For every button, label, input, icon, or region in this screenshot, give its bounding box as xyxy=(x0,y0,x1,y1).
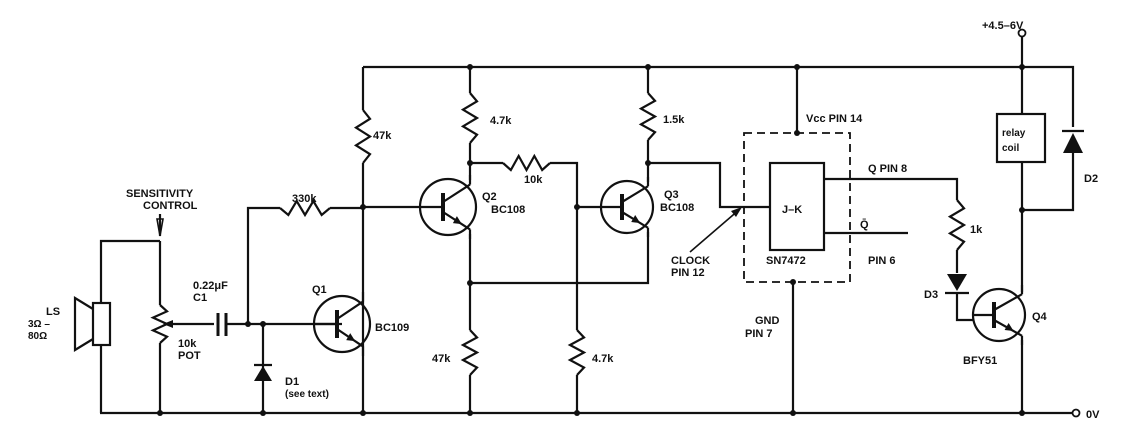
label-relay: relay xyxy=(1002,128,1026,139)
label-sensitivity: SENSITIVITY xyxy=(126,188,194,200)
clock-pointer xyxy=(689,208,741,253)
diode-d3 xyxy=(945,274,973,322)
resistor-47k-bottom xyxy=(460,329,480,376)
label-q4: Q4 xyxy=(1032,311,1048,323)
positive-rail xyxy=(363,65,1075,212)
label-vcc: Vcc PIN 14 xyxy=(806,113,863,125)
label-4k7-bottom: 4.7k xyxy=(592,353,614,365)
resistor-330k xyxy=(279,198,331,218)
diode-d2 xyxy=(1062,129,1084,153)
label-ls-imp-2: 80Ω xyxy=(28,331,47,342)
label-d3: D3 xyxy=(924,289,938,301)
transistor-q1 xyxy=(312,292,372,356)
label-jk: J–K xyxy=(782,204,802,216)
wiper-arrow-icon xyxy=(163,320,173,328)
transistor-q3 xyxy=(599,177,655,237)
label-q3: Q3 xyxy=(664,189,679,201)
label-qbar-pin: PIN 6 xyxy=(868,255,896,267)
label-q1: Q1 xyxy=(312,284,327,296)
resistor-1k5 xyxy=(638,92,658,141)
label-47k-top: 47k xyxy=(373,130,392,142)
label-q3-type: BC108 xyxy=(660,202,694,214)
label-pot: POT xyxy=(178,350,201,362)
diode-d1 xyxy=(254,324,272,413)
label-1k5: 1.5k xyxy=(663,114,685,126)
label-c1-value: 0.22μF xyxy=(193,280,228,292)
transistor-q4 xyxy=(971,285,1027,345)
label-q2: Q2 xyxy=(482,191,497,203)
label-4k7-top: 4.7k xyxy=(490,115,512,127)
label-ls-imp-1: 3Ω – xyxy=(28,319,50,330)
label-control: CONTROL xyxy=(143,200,198,212)
loudspeaker-icon xyxy=(73,239,160,413)
label-gnd: GND xyxy=(755,315,780,327)
label-clock-pin: PIN 12 xyxy=(671,267,705,279)
transistor-q2 xyxy=(418,175,478,239)
label-47k-bottom: 47k xyxy=(432,353,451,365)
label-d1-note: (see text) xyxy=(285,389,329,400)
label-ground: 0V xyxy=(1086,409,1100,421)
label-ic: SN7472 xyxy=(766,255,806,267)
resistor-10k xyxy=(502,153,551,173)
label-1k: 1k xyxy=(970,224,983,236)
jk-flipflop xyxy=(768,161,826,252)
label-ls: LS xyxy=(46,306,60,318)
label-d1: D1 xyxy=(285,376,299,388)
label-c1: C1 xyxy=(193,292,207,304)
label-q1-type: BC109 xyxy=(375,322,409,334)
label-coil: coil xyxy=(1002,143,1019,154)
label-gnd-pin: PIN 7 xyxy=(745,328,773,340)
ground-terminal xyxy=(1071,408,1081,418)
junction-dots xyxy=(157,64,1025,416)
label-q2-type: BC108 xyxy=(491,204,525,216)
resistor-47k-top xyxy=(353,109,373,164)
resistor-1k xyxy=(947,199,967,251)
label-clock: CLOCK xyxy=(671,255,710,267)
supply-terminal xyxy=(1017,28,1027,38)
label-q-pin: Q PIN 8 xyxy=(868,163,907,175)
label-10k: 10k xyxy=(524,174,543,186)
label-330k: 330k xyxy=(292,193,317,205)
resistor-4k7-top xyxy=(460,92,480,144)
label-q4-type: BFY51 xyxy=(963,355,997,367)
label-pot-value: 10k xyxy=(178,338,197,350)
label-supply: +4.5–6V xyxy=(982,20,1024,32)
label-qbar: Q̄ xyxy=(860,219,869,231)
label-d2: D2 xyxy=(1084,173,1098,185)
resistor-4k7-bottom xyxy=(567,329,587,376)
relay-coil xyxy=(995,112,1047,164)
